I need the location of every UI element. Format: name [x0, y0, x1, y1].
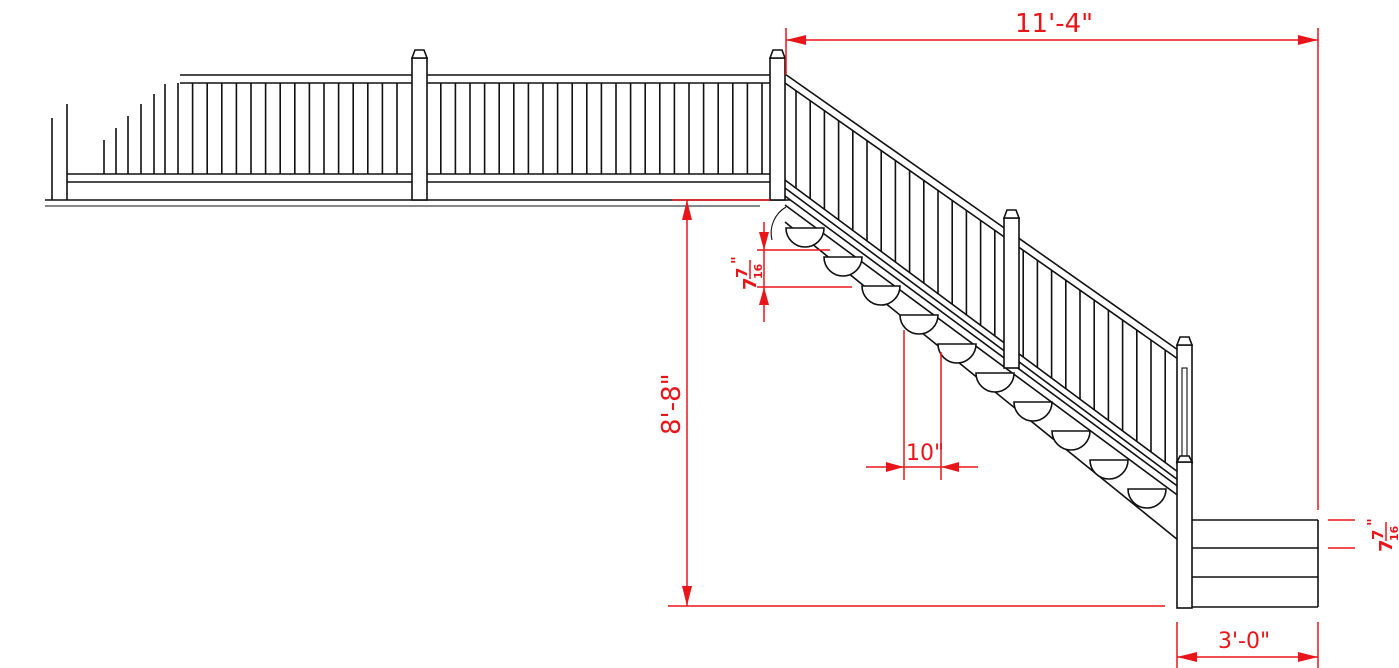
riser-numerator: 7: [733, 268, 751, 278]
rise-arrow-top: [682, 200, 692, 220]
upper-balusters: [177, 83, 763, 174]
stair-bottom-rail-top: [784, 179, 1179, 473]
top-post-body: [769, 57, 786, 201]
stair-treads: [785, 227, 1167, 509]
riser-height-label: 7 7 16 ": [728, 256, 765, 290]
riser-whole: 7: [740, 277, 761, 290]
lower-riser-denominator: 16: [1388, 525, 1399, 541]
stair-tread: [785, 227, 825, 248]
dim-tread-depth: 10": [866, 330, 978, 480]
lower-riser-whole: 7: [1376, 539, 1397, 552]
stair-tread: [1013, 401, 1053, 422]
lower-riser-inch-mark: ": [1364, 518, 1382, 526]
stringer-second-line: [784, 204, 1181, 498]
run-arrow-right: [1298, 35, 1318, 45]
stair-balusters: [795, 90, 1166, 463]
dim-total-rise: 8'-8": [657, 199, 1165, 607]
bottom-post-lower: [1176, 461, 1193, 609]
stair-tread: [1127, 488, 1167, 509]
stair-tread: [823, 256, 863, 277]
bottom-newel-post: [1175, 336, 1194, 609]
bottom-post-upper: [1176, 344, 1193, 464]
riser-arrow-bottom: [759, 287, 769, 305]
total-rise-label: 8'-8": [657, 373, 687, 435]
upper-floor: [45, 199, 790, 207]
stair-tread: [861, 285, 901, 306]
stair-tread: [899, 314, 939, 335]
taper-balusters: [103, 84, 166, 174]
lower-riser-numerator: 7: [1369, 530, 1387, 540]
stair-mid-post-body: [1003, 217, 1020, 369]
upper-railing: [51, 74, 770, 200]
dim-riser-height: 7 7 16 ": [728, 222, 852, 322]
rise-arrow-bottom: [682, 586, 692, 606]
landing-arrow-left: [1177, 652, 1197, 662]
riser-denominator: 16: [752, 263, 765, 279]
stair-stringer: [770, 195, 1181, 541]
landing-arrow-right: [1298, 652, 1318, 662]
mid-post-cap: [410, 49, 429, 59]
top-newel-post: [768, 49, 787, 201]
stair-tread: [1089, 459, 1129, 480]
mid-post-body: [411, 57, 428, 201]
bottom-post-cap: [1175, 336, 1194, 346]
dim-total-run: 11'-4": [785, 9, 1319, 510]
lower-riser-label: 7 7 16 ": [1364, 518, 1399, 552]
run-arrow-left: [786, 35, 806, 45]
dim-landing-width: 3'-0": [1176, 622, 1319, 668]
tread-arrow-left: [886, 462, 904, 472]
stair-railing: [784, 73, 1179, 481]
mid-newel-post: [410, 49, 429, 201]
bottom-ghost-tread: [770, 206, 787, 241]
bottom-post-lower-cap: [1175, 455, 1194, 463]
riser-inch-mark: ": [728, 256, 746, 264]
total-run-label: 11'-4": [1015, 9, 1093, 39]
tread-depth-label: 10": [906, 441, 944, 466]
stringer-top-line: [784, 195, 1181, 489]
stair-handrail-top: [784, 73, 1179, 351]
stair-tread: [975, 372, 1015, 393]
tread-arrow-right: [941, 462, 959, 472]
dim-lower-riser: 7 7 16 ": [1328, 518, 1399, 552]
stair-tread: [1051, 430, 1091, 451]
stair-mid-post-cap: [1002, 209, 1021, 219]
stair-mid-post: [1002, 209, 1021, 369]
top-post-cap: [768, 49, 787, 59]
landing-width-label: 3'-0": [1218, 629, 1270, 654]
stair-handrail-bottom: [784, 82, 1179, 360]
stair-tread: [937, 343, 977, 364]
riser-arrow-top: [759, 232, 769, 250]
lower-landing: [1192, 519, 1319, 608]
stair-bottom-rail-bottom: [784, 187, 1179, 481]
